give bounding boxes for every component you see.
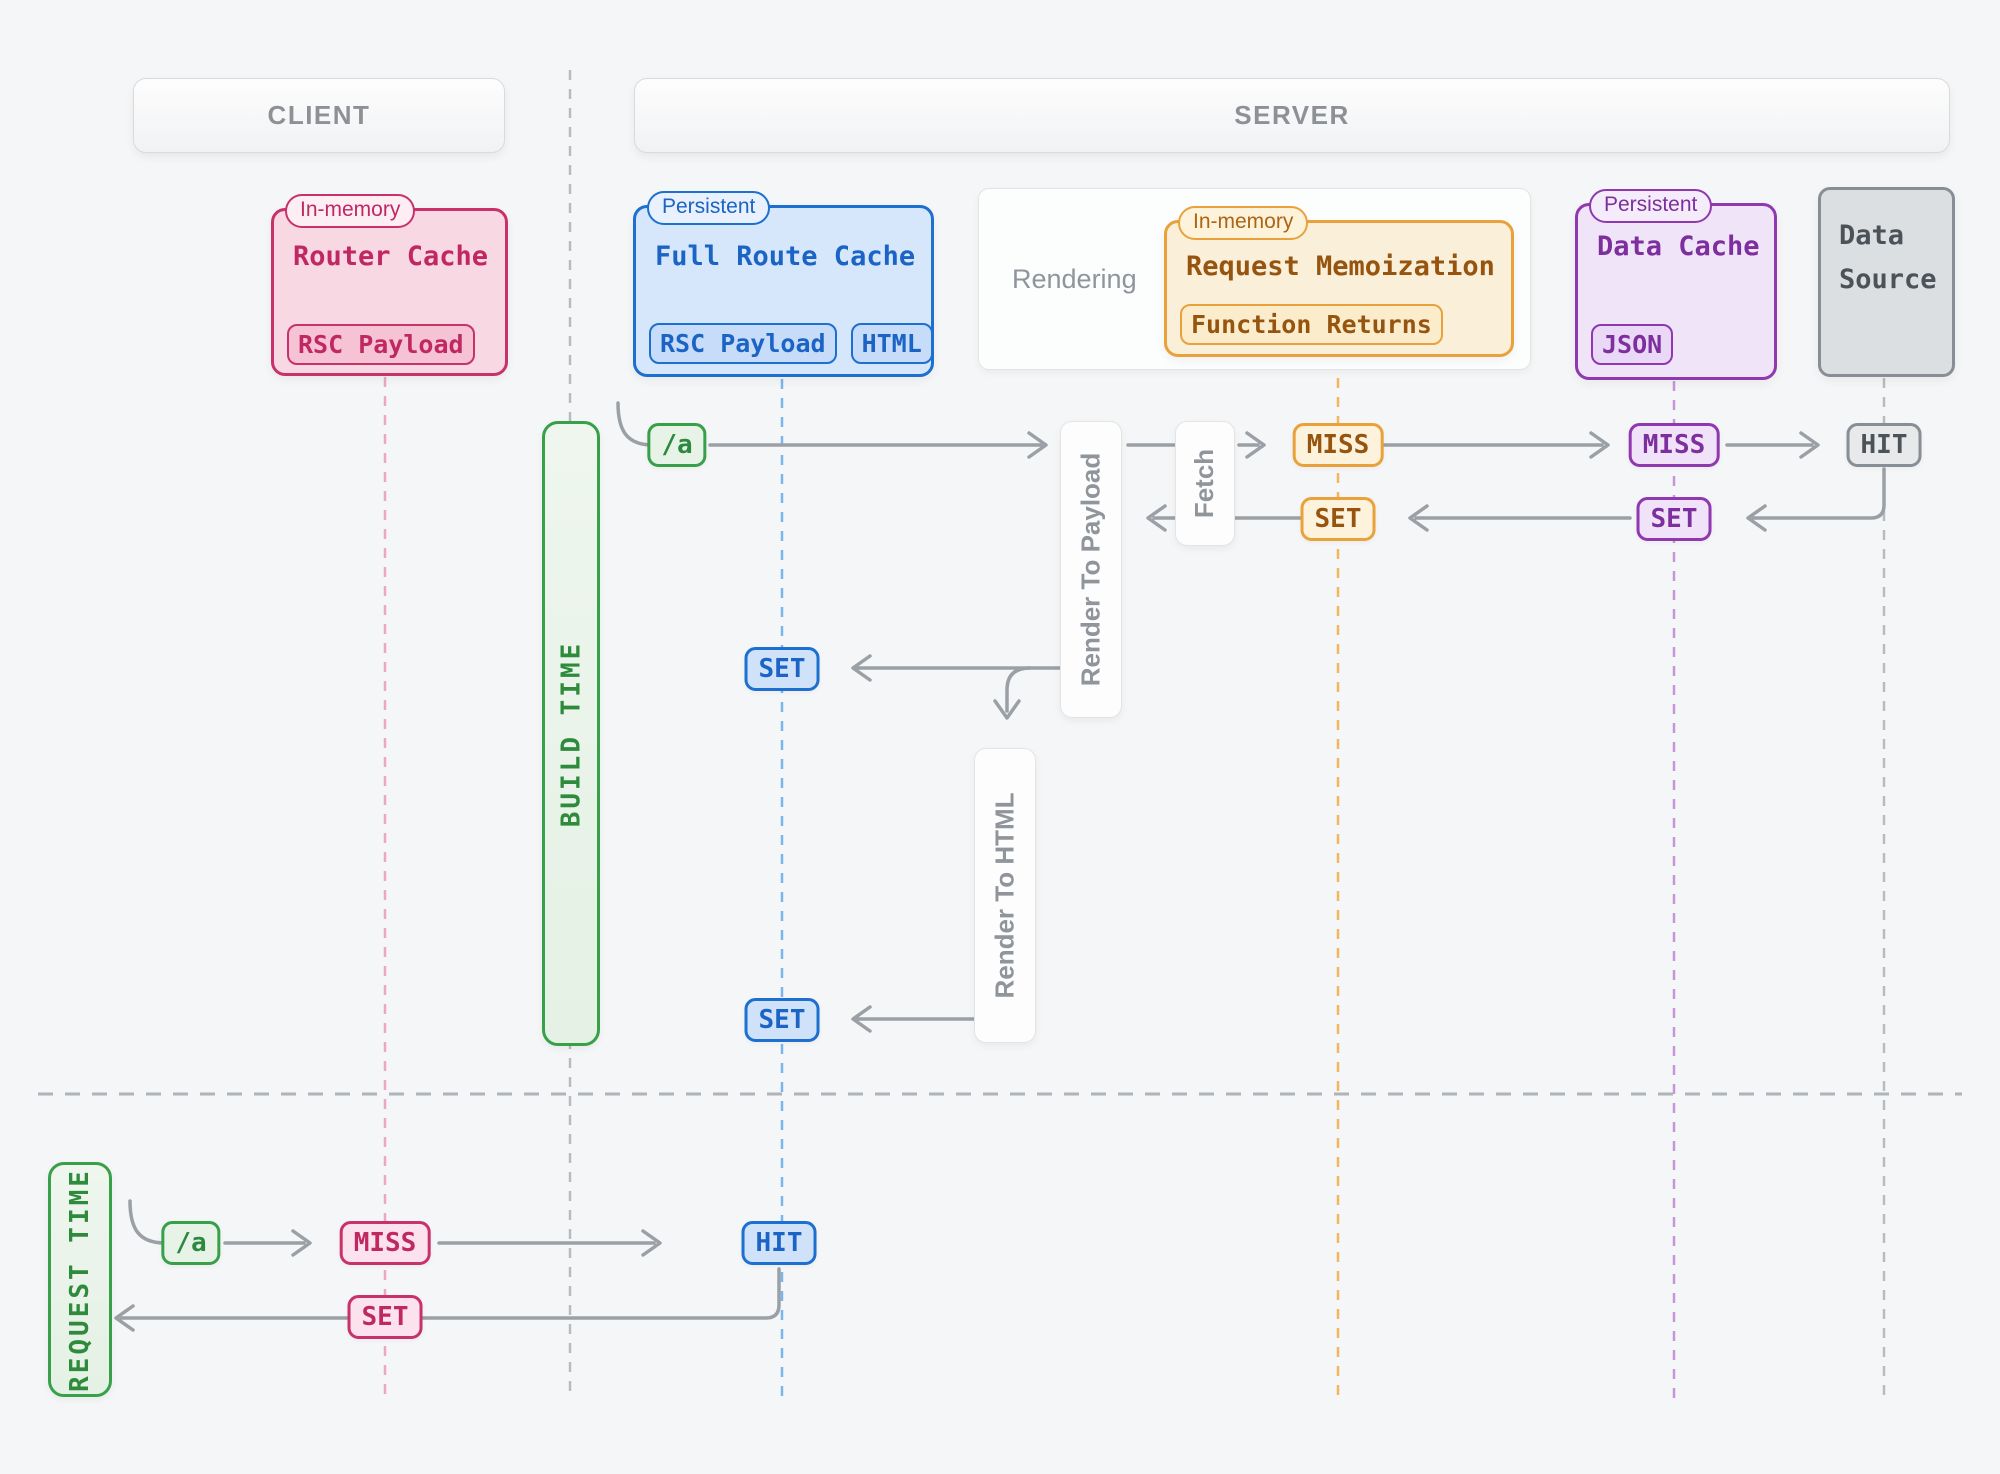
full-route-cache-tag: Persistent <box>647 191 771 225</box>
arrow-source-return <box>1746 467 1886 532</box>
arrow-payload-to-html <box>993 666 1032 720</box>
build-time-label: BUILD TIME <box>556 640 587 827</box>
request-time-label: REQUEST TIME <box>65 1167 95 1392</box>
render-to-html-label: Render To HTML <box>989 792 1020 999</box>
full-route-cache-title: Full Route Cache <box>655 241 916 272</box>
build-route-chip: /a <box>647 423 707 467</box>
rsc-payload-chip: RSC Payload <box>649 323 837 364</box>
server-lane-header: SERVER <box>634 78 1950 153</box>
request-memoization-tag: In-memory <box>1178 206 1309 240</box>
rendering-label: Rendering <box>1012 263 1137 294</box>
request-memoization-box: In-memory Request Memoization Function R… <box>1164 206 1514 357</box>
render-to-html-box: Render To HTML <box>974 748 1036 1043</box>
router-cache-tag: In-memory <box>285 194 416 228</box>
arrow-route-to-render <box>708 431 1048 459</box>
memoization-set-chip: SET <box>1300 497 1376 541</box>
build-time-bar: BUILD TIME <box>542 421 600 1046</box>
request-time-bar: REQUEST TIME <box>48 1162 112 1397</box>
rsc-payload-chip: RSC Payload <box>287 324 475 365</box>
arrow-html-to-set <box>851 1005 976 1033</box>
data-source-box: Data Source <box>1818 187 1955 377</box>
router-cache-box: In-memory Router Cache RSC Payload <box>271 194 508 376</box>
render-to-payload-box: Render To Payload <box>1060 421 1122 718</box>
memoization-miss-chip: MISS <box>1292 423 1384 467</box>
full-route-set-payload-chip: SET <box>744 647 820 691</box>
arrow-router-to-fullroute <box>437 1229 662 1257</box>
router-cache-miss-chip: MISS <box>339 1221 431 1265</box>
router-cache-title: Router Cache <box>293 241 489 272</box>
full-route-set-html-chip: SET <box>744 998 820 1042</box>
arrow-memo-to-datacache <box>1380 431 1610 459</box>
arrow-fullroute-return <box>114 1267 781 1332</box>
build-entry-hook <box>616 401 655 447</box>
data-cache-set-chip: SET <box>1636 497 1712 541</box>
full-route-hit-chip: HIT <box>741 1221 817 1265</box>
data-cache-miss-chip: MISS <box>1628 423 1720 467</box>
render-to-payload-label: Render To Payload <box>1075 452 1106 687</box>
request-route-chip: /a <box>161 1221 221 1265</box>
arrow-datacache-to-source <box>1725 431 1820 459</box>
function-returns-chip: Function Returns <box>1180 304 1443 345</box>
arrow-datacache-set-return <box>1408 504 1632 532</box>
data-cache-box: Persistent Data Cache JSON <box>1575 189 1777 380</box>
request-entry-hook <box>128 1199 167 1245</box>
request-memoization-title: Request Memoization <box>1186 251 1495 282</box>
html-chip: HTML <box>850 323 933 364</box>
fetch-label: Fetch <box>1189 448 1220 519</box>
client-lane-label: CLIENT <box>267 100 371 130</box>
full-route-cache-box: Persistent Full Route Cache RSC Payload … <box>633 191 934 377</box>
data-source-title: Data Source <box>1839 220 1937 295</box>
data-cache-title: Data Cache <box>1597 231 1760 262</box>
arrow-route-to-router <box>223 1229 312 1257</box>
data-cache-tag: Persistent <box>1589 189 1713 223</box>
fetch-box: Fetch <box>1175 421 1235 546</box>
arrow-fetch-to-memo <box>1237 431 1266 459</box>
router-cache-set-chip: SET <box>347 1295 423 1339</box>
server-lane-label: SERVER <box>1234 100 1350 130</box>
json-chip: JSON <box>1591 324 1674 365</box>
data-source-hit-chip: HIT <box>1846 423 1922 467</box>
client-lane-header: CLIENT <box>133 78 505 153</box>
